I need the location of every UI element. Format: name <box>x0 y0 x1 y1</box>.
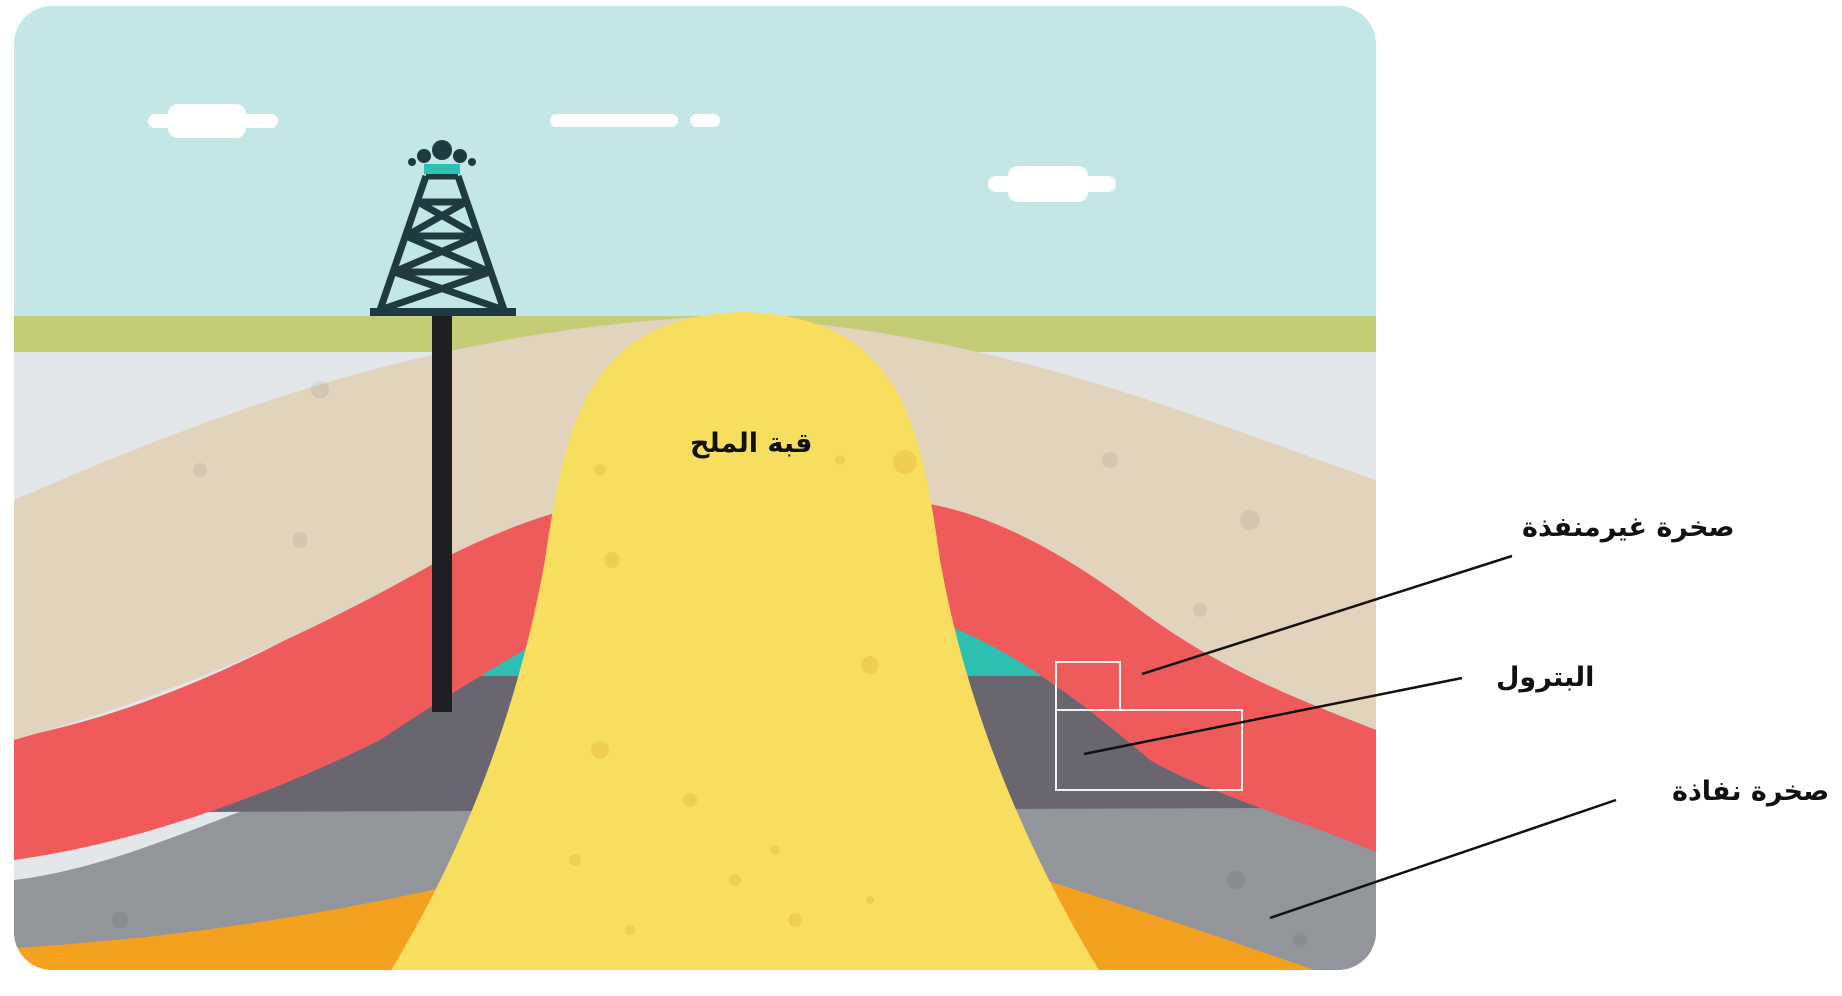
permeable-rock-layer <box>14 808 1376 970</box>
well-pipe <box>432 312 452 712</box>
diagram-frame <box>14 6 1376 970</box>
salt-dome <box>390 312 1100 970</box>
leader-line-impermeable <box>1141 554 1513 676</box>
rock-speckles <box>112 381 1307 947</box>
oil-derrick-icon <box>370 172 516 316</box>
leader-line-permeable <box>1269 798 1617 920</box>
impermeable-rock-layer <box>14 490 1376 860</box>
sand-layer <box>14 316 1376 740</box>
petroleum-label: البترول <box>1496 662 1595 693</box>
impermeable-rock-label: صخرة غيرمنفذة <box>1522 512 1735 543</box>
callout-box-petroleum <box>1055 709 1243 791</box>
cloud-left <box>148 104 278 138</box>
leader-line-petroleum <box>1083 676 1463 756</box>
sky <box>14 6 1376 316</box>
salt-speckles <box>569 450 917 935</box>
permeable-rock-label: صخرة نفاذة <box>1672 776 1830 807</box>
oil-gush-icon <box>408 140 476 166</box>
cloud-middle <box>550 114 720 127</box>
cloud-right <box>988 166 1116 202</box>
derrick-top-cap <box>424 164 460 174</box>
salt-dome-label: قبة الملح <box>690 428 813 459</box>
